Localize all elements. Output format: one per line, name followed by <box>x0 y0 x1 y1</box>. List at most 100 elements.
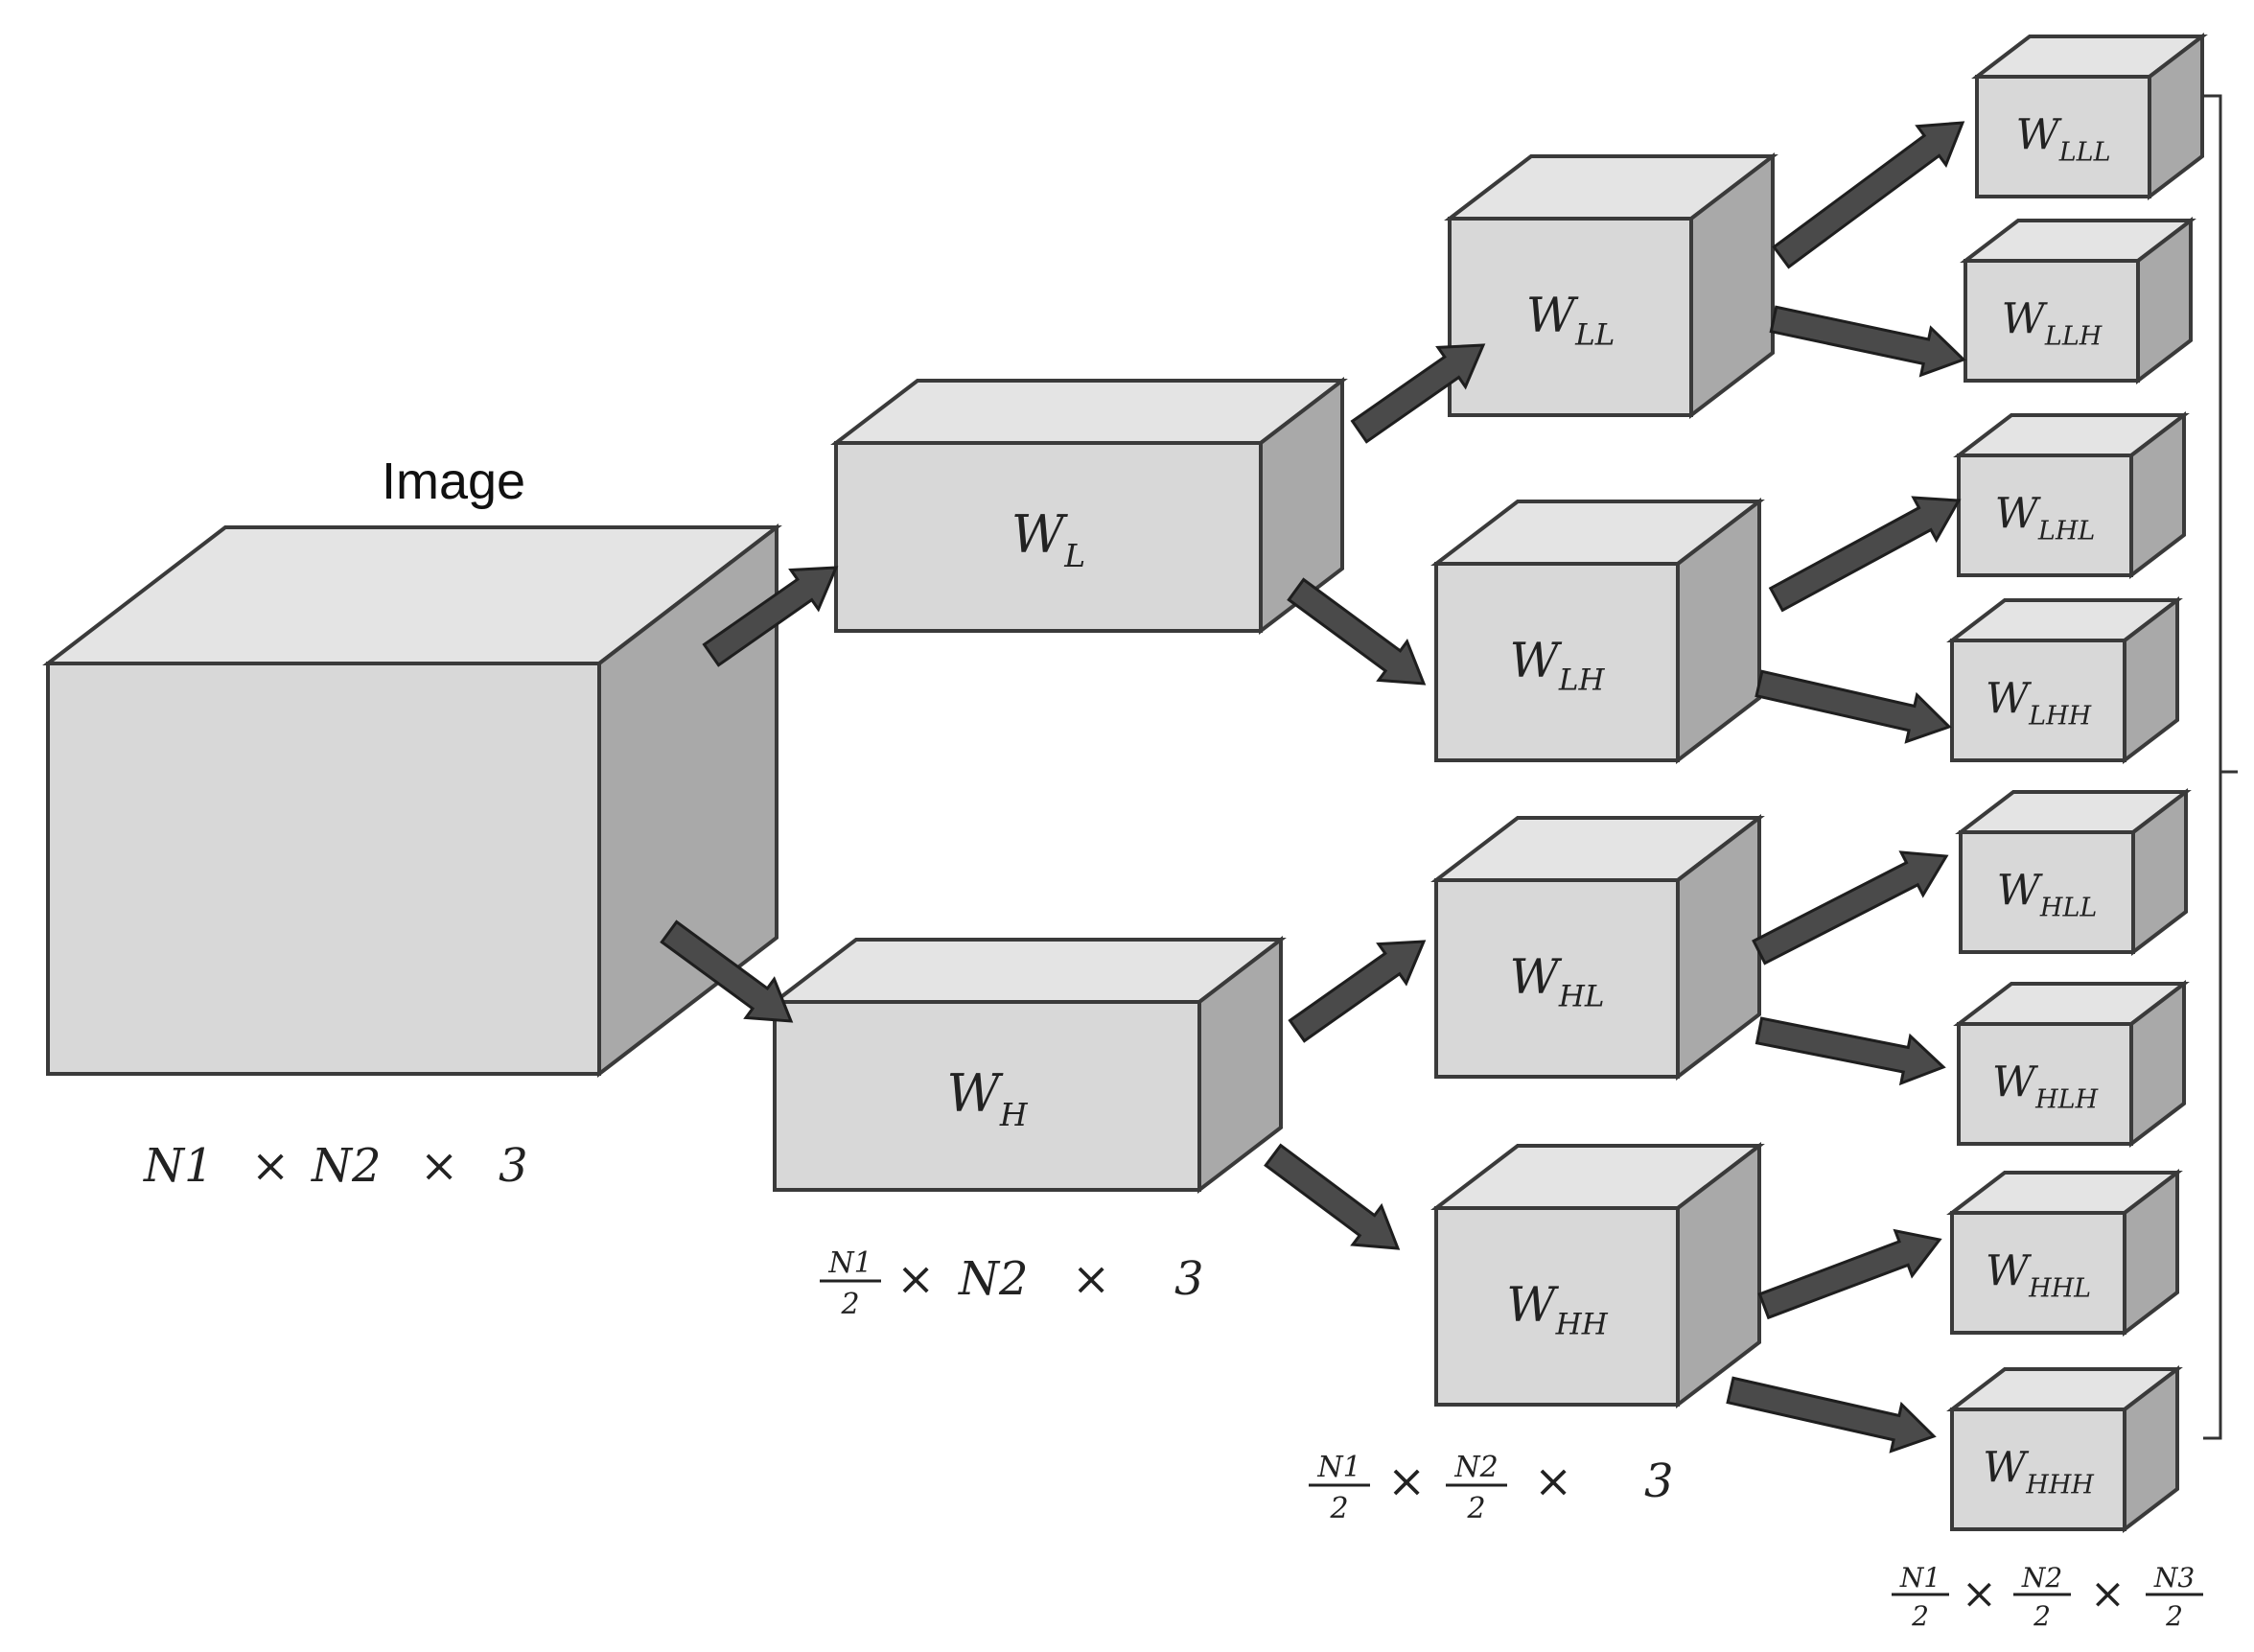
cube-label-subscript: LL <box>1574 318 1615 353</box>
svg-text:2: 2 <box>2033 1600 2051 1632</box>
svg-text:2: 2 <box>1466 1492 1485 1525</box>
cube-whh: WHH <box>1430 1141 1765 1409</box>
cube-label-subscript: HL <box>1558 980 1605 1014</box>
cube-label-main: W <box>1997 867 2044 916</box>
cube-label-wlhl: WLHL <box>1995 490 2096 547</box>
arrow-wll-to-wlll <box>1772 121 1965 269</box>
svg-text:N1: N1 <box>1316 1451 1360 1484</box>
cube-label-subscript: LHH <box>2028 702 2091 732</box>
cube-label-subscript: LHL <box>2037 517 2095 547</box>
cube-front-face <box>46 662 601 1076</box>
cube-label-main: W <box>1995 490 2042 539</box>
cube-whlh: WHLH <box>1953 979 2190 1149</box>
svg-text:N2: N2 <box>1453 1451 1498 1484</box>
cube-front-face <box>1434 878 1680 1079</box>
cube-wlhl: WLHL <box>1953 410 2190 580</box>
cube-front-face <box>1950 639 2126 762</box>
cube-front-face <box>1950 1408 2126 1531</box>
cube-image <box>42 523 782 1079</box>
cube-label-subscript: LLL <box>2058 138 2111 168</box>
cube-wl: WL <box>830 376 1348 636</box>
svg-text:× N2 × 3: × N2 × 3 <box>896 1252 1204 1306</box>
cube-label-main: W <box>2002 295 2049 344</box>
cube-front-face <box>1975 75 2151 198</box>
svg-text:2: 2 <box>2165 1600 2183 1632</box>
cube-front-face <box>1434 1206 1680 1407</box>
arrow-whh-to-whhh <box>1726 1376 1937 1454</box>
svg-text:N1 × N2 ×: N1 × N2 × 3 <box>143 1139 528 1193</box>
arrow-wh-to-whl <box>1288 940 1427 1043</box>
arrow-wll-to-wllh <box>1769 305 1966 378</box>
cube-top-face <box>769 938 1287 1004</box>
cube-label-main: W <box>1509 633 1562 688</box>
cube-whll: WHLL <box>1955 787 2192 957</box>
cube-label-main: W <box>1986 1247 2033 1296</box>
output-bracket <box>2203 94 2238 1440</box>
arrow-wlh-to-wlhl <box>1768 496 1962 613</box>
cube-label-wlh: WLH <box>1509 633 1605 698</box>
cube-front-face <box>834 441 1263 633</box>
svg-text:2: 2 <box>1329 1492 1348 1525</box>
cube-front-face <box>1959 830 2135 954</box>
cube-label-subscript: LH <box>1558 663 1606 698</box>
svg-text:×: × <box>1387 1454 1426 1508</box>
cube-label-wlll: WLLL <box>2015 111 2110 168</box>
arrow-wl-to-wll <box>1350 343 1486 444</box>
cube-front-face <box>773 1000 1201 1192</box>
cube-front-face <box>1950 1211 2126 1335</box>
cube-label-whll: WHLL <box>1997 867 2098 923</box>
cube-label-main: W <box>1509 949 1562 1005</box>
cube-wlll: WLLL <box>1971 32 2208 201</box>
cube-label-main: W <box>1983 1444 2030 1493</box>
arrow-image-to-wl <box>702 566 839 667</box>
arrow-whl-to-whlh <box>1754 1016 1946 1086</box>
cube-front-face <box>1434 562 1680 762</box>
svg-text:×: × <box>2090 1570 2126 1618</box>
svg-text:N1: N1 <box>827 1246 871 1280</box>
dimension-label-level1: N1 2 × N2 × 3 <box>820 1246 1204 1321</box>
dimension-label-level3: N1 2 × N2 2 × N3 2 <box>1892 1562 2203 1632</box>
arrow-wlh-to-wlhh <box>1754 669 1952 744</box>
cube-label-subscript: L <box>1063 537 1085 574</box>
cube-label-main: W <box>946 1063 1004 1124</box>
cube-label-wl: WL <box>1011 504 1085 574</box>
dimension-label-level0: N1 × N2 × 3 <box>143 1139 528 1193</box>
cube-front-face <box>1448 217 1693 417</box>
cube-label-subscript: HHL <box>2028 1274 2091 1304</box>
cube-label-wlhh: WLHH <box>1986 675 2092 732</box>
cube-front-face <box>1964 259 2140 383</box>
arrow-whl-to-whll <box>1752 850 1949 966</box>
cube-top-face <box>830 379 1348 445</box>
cube-label-main: W <box>1992 1059 2039 1107</box>
cube-label-subscript: HH <box>1555 1308 1609 1342</box>
cube-label-whl: WHL <box>1509 949 1604 1014</box>
svg-text:N3: N3 <box>2153 1562 2195 1594</box>
cube-label-subscript: LLH <box>2044 322 2103 352</box>
cube-wllh: WLLH <box>1960 216 2196 385</box>
cube-label-whlh: WHLH <box>1992 1059 2099 1115</box>
dimension-label-level2: N1 2 × N2 2 × 3 <box>1309 1451 1674 1525</box>
cube-wh: WH <box>769 935 1287 1195</box>
cube-front-face <box>1957 454 2133 577</box>
cube-label-whh: WHH <box>1506 1277 1608 1342</box>
cube-label-wh: WH <box>946 1063 1029 1133</box>
cube-label-main: W <box>2015 111 2062 160</box>
arrow-whh-to-whhl <box>1757 1228 1942 1320</box>
cube-label-wllh: WLLH <box>2002 295 2103 352</box>
svg-text:N2: N2 <box>2021 1562 2062 1594</box>
svg-text:N1: N1 <box>1899 1562 1940 1594</box>
arrow-image-to-wh <box>660 919 794 1023</box>
svg-text:× 3: × 3 <box>1534 1454 1674 1508</box>
svg-text:2: 2 <box>840 1288 859 1321</box>
cube-whhl: WHHL <box>1946 1168 2183 1338</box>
cube-wll: WLL <box>1444 151 1778 420</box>
svg-text:×: × <box>1962 1570 1997 1618</box>
arrows-group <box>660 121 1966 1454</box>
image-title: Image <box>382 453 525 510</box>
cube-label-whhh: WHHH <box>1983 1444 2094 1501</box>
arrow-wh-to-whh <box>1264 1143 1401 1250</box>
cube-label-main: W <box>1011 504 1069 565</box>
cube-label-subscript: H <box>999 1096 1029 1133</box>
cube-label-main: W <box>1526 288 1579 343</box>
